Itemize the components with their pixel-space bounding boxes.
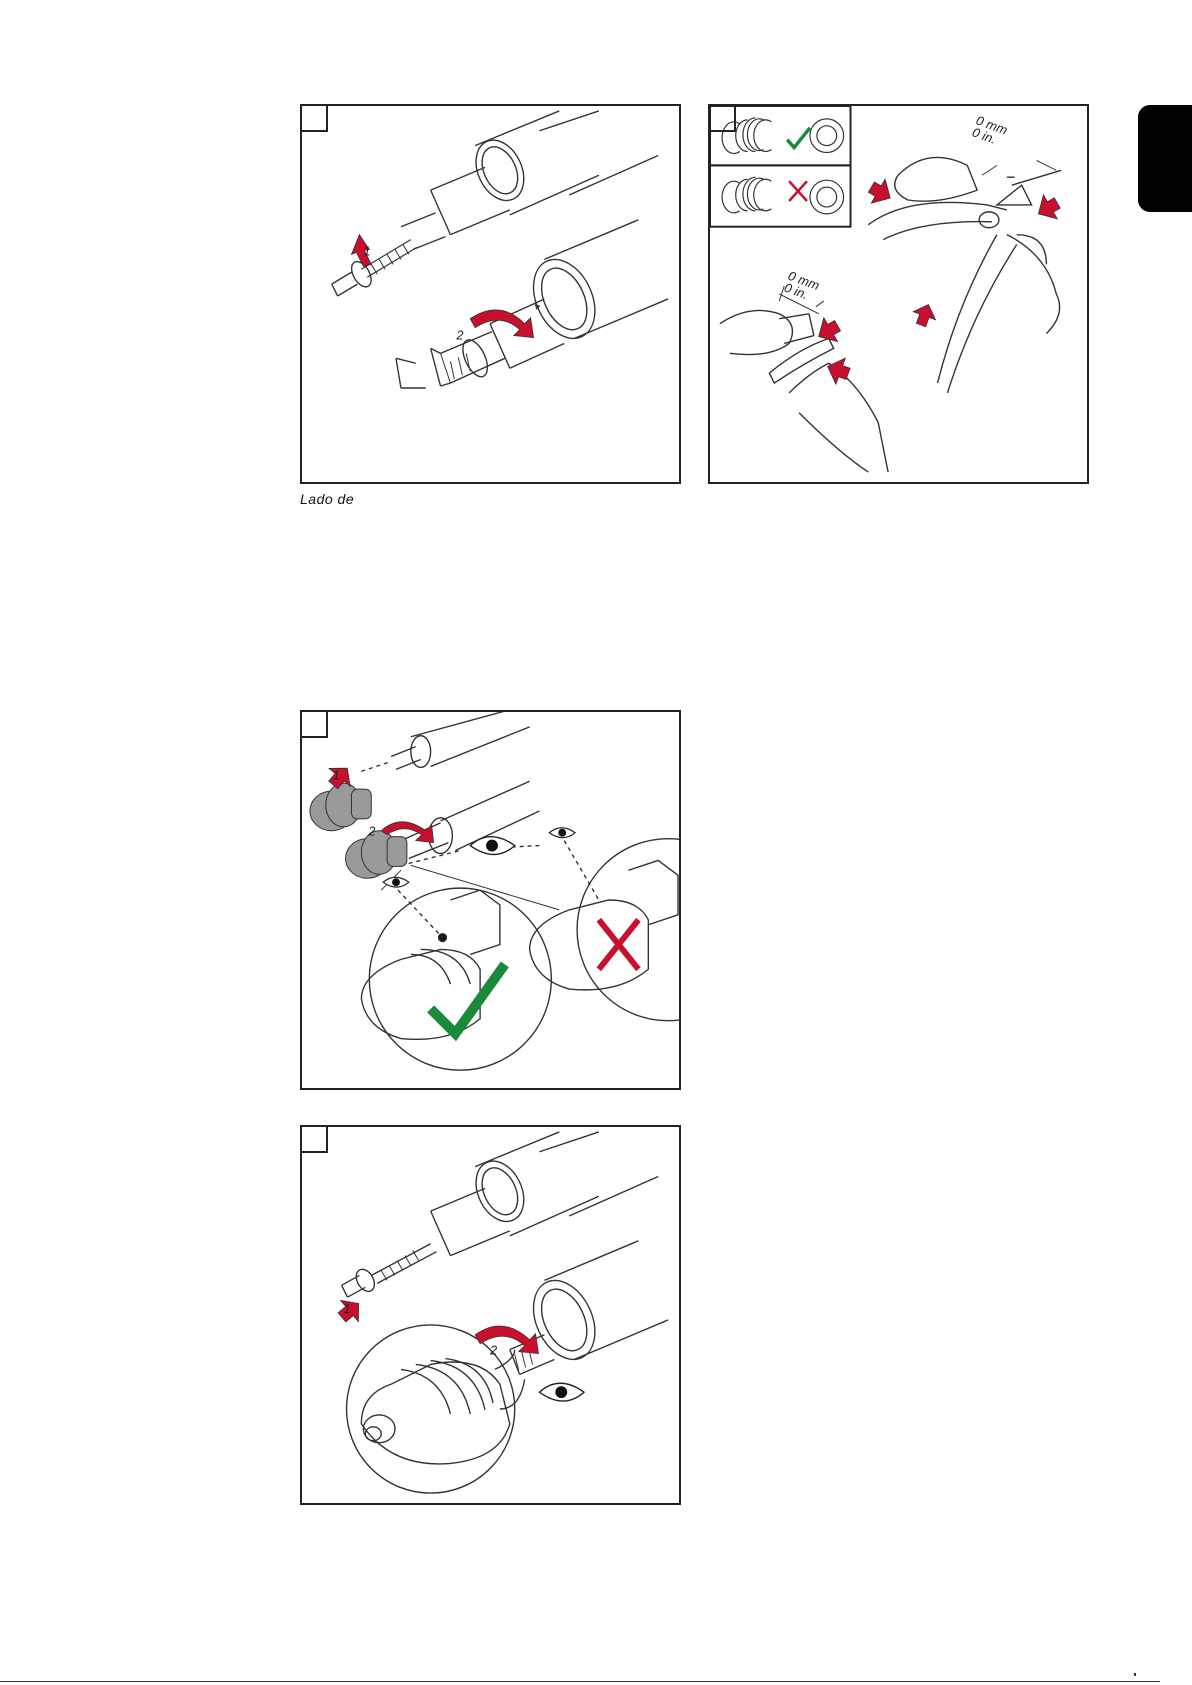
nozzle-fitting-illustration: 1 2 [302,712,679,1088]
page-number-mark [1134,1673,1136,1676]
check-icon [787,128,810,148]
liner-insertion-illustration: 1 2 [302,1127,679,1503]
section-tab [1138,105,1192,212]
figure-panel-2: 0 mm 0 in. 0 mm 0 in. [708,104,1089,484]
svg-text:1: 1 [344,1301,351,1316]
red-arrow-icon [823,353,853,386]
svg-text:2: 2 [455,328,463,343]
figure-panel-3: 1 2 [300,710,681,1090]
check-icon [431,964,505,1033]
red-arrow-icon [910,300,940,329]
svg-text:2: 2 [489,1343,497,1358]
red-arrow-icon [864,175,897,210]
eye-icon [539,1383,584,1401]
cross-icon [789,181,807,201]
svg-text:1: 1 [333,767,340,782]
eye-icon [549,828,575,838]
svg-text:2: 2 [367,824,375,839]
rotate-arrow-icon [470,310,533,338]
figure-caption: Lado de [300,491,354,507]
svg-text:1: 1 [363,243,370,258]
footer-rule [0,1681,1160,1682]
figure-panel-1: 1 2 [300,104,681,484]
rotate-arrow-icon [475,1326,538,1354]
torch-neck-illustration: 1 2 [302,106,679,482]
cross-icon [599,920,639,969]
eye-icon [383,877,409,887]
figure-panel-4: 1 2 [300,1125,681,1505]
eye-icon [470,837,515,855]
red-arrow-icon [1031,191,1064,226]
liner-cutting-illustration: 0 mm 0 in. 0 mm 0 in. [710,106,1087,482]
